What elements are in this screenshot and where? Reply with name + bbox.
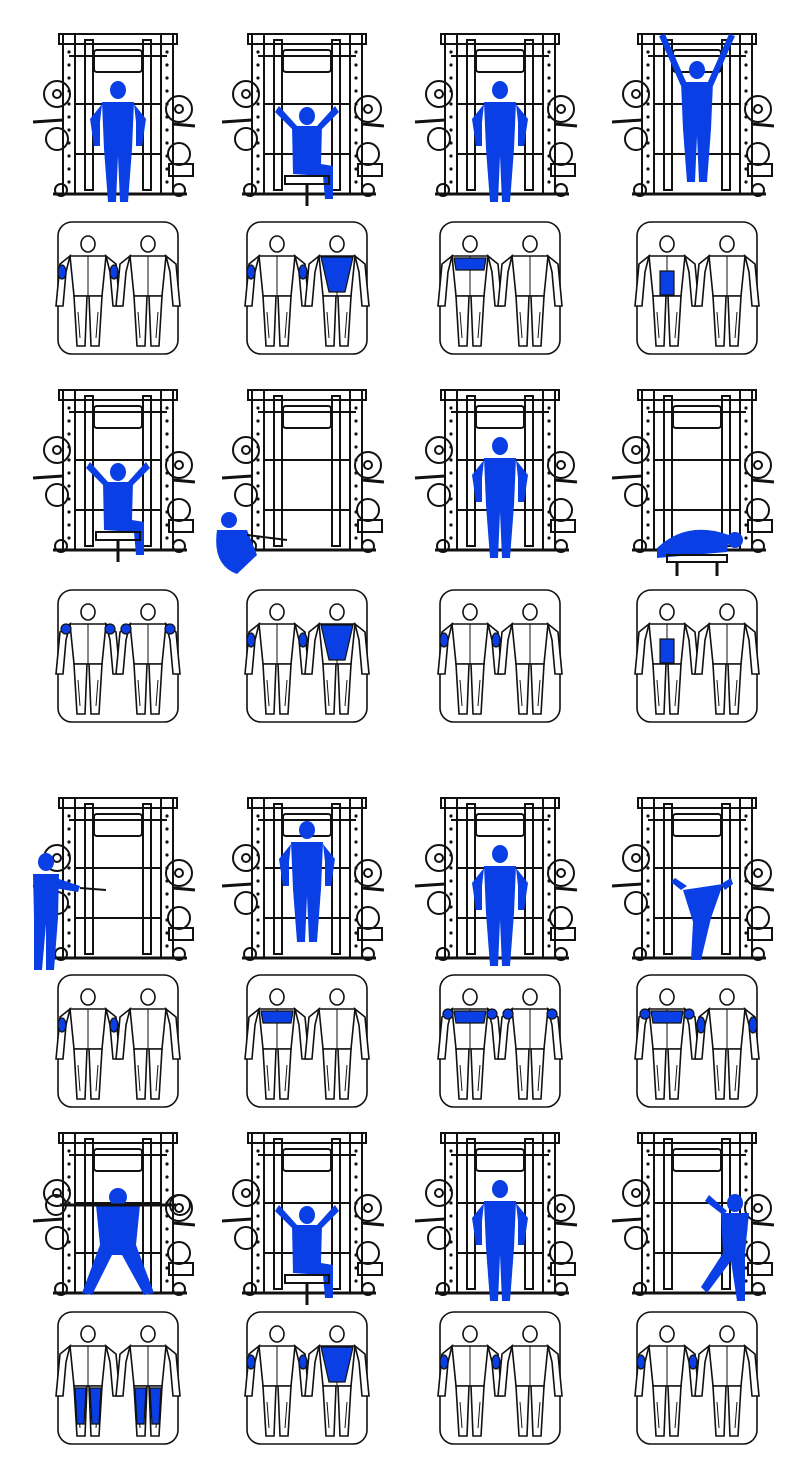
muscle-map-card [437,1311,563,1445]
exercise-panel [611,1132,775,1445]
machine-illustration [221,389,385,553]
body-front [244,1325,310,1437]
exercise-figure [275,106,339,206]
muscle-map-card [244,1311,370,1445]
muscle-map-card [634,974,760,1108]
body-back [304,603,370,715]
exercise-panel [221,1132,385,1445]
machine-illustration [414,1132,578,1296]
body-back [115,603,181,715]
exercise-panel [414,33,578,355]
exercise-figure [659,34,735,182]
body-back [115,988,181,1100]
machine-illustration [611,1132,775,1296]
body-front [437,988,503,1100]
machine-illustration [611,389,775,553]
body-back [497,235,563,347]
muscle-map-card [55,221,181,355]
muscle-map-card [437,221,563,355]
exercise-panel [32,1132,196,1445]
muscle-map-card [244,589,370,723]
body-back [304,235,370,347]
exercise-panel [221,33,385,355]
body-back [497,988,563,1100]
body-front [55,235,121,347]
body-front [634,603,700,715]
body-back [304,1325,370,1437]
body-back [694,235,760,347]
machine-illustration [32,389,196,553]
exercise-figure [279,821,335,942]
exercise-figure [671,878,733,960]
exercise-panel [611,389,775,723]
body-back [304,988,370,1100]
muscle-map-card [55,1311,181,1445]
muscle-map-card [437,589,563,723]
exercise-panel [32,797,196,1108]
body-back [115,235,181,347]
body-front [55,603,121,715]
muscle-map-card [437,974,563,1108]
body-back [694,1325,760,1437]
exercise-figure [275,1205,339,1305]
exercise-panel [216,389,385,723]
exercise-figure [472,81,528,202]
machine-illustration [414,33,578,197]
exercise-panel [414,389,578,723]
exercise-figure [472,1180,528,1301]
body-back [694,603,760,715]
exercise-figure [657,529,743,576]
exercise-panel [32,389,196,723]
body-back [115,1325,181,1437]
muscle-map-card [55,974,181,1108]
exercise-panel [221,797,385,1108]
exercise-panel [611,797,775,1108]
muscle-map-card [244,221,370,355]
exercise-figure [33,853,107,970]
muscle-map-card [55,589,181,723]
body-front [437,603,503,715]
exercise-figure [701,1194,749,1301]
exercise-figure [45,1188,191,1295]
exercise-panel [611,33,775,355]
body-back [497,1325,563,1437]
muscle-map-card [634,589,760,723]
body-front [244,235,310,347]
machine-illustration [221,33,385,197]
exercise-figure [472,437,528,558]
exercise-panel [414,797,578,1108]
machine-illustration [32,797,196,961]
muscle-map-card [244,974,370,1108]
muscle-map-card [634,221,760,355]
machine-illustration [32,1132,196,1296]
body-front [634,1325,700,1437]
exercise-figure [472,845,528,966]
exercise-panel [414,1132,578,1445]
exercise-figure [86,462,150,562]
body-back [497,603,563,715]
body-back [694,988,760,1100]
muscle-map-card [634,1311,760,1445]
exercise-panel [32,33,196,355]
exercise-figure [216,512,288,574]
exercise-figure [90,81,146,202]
